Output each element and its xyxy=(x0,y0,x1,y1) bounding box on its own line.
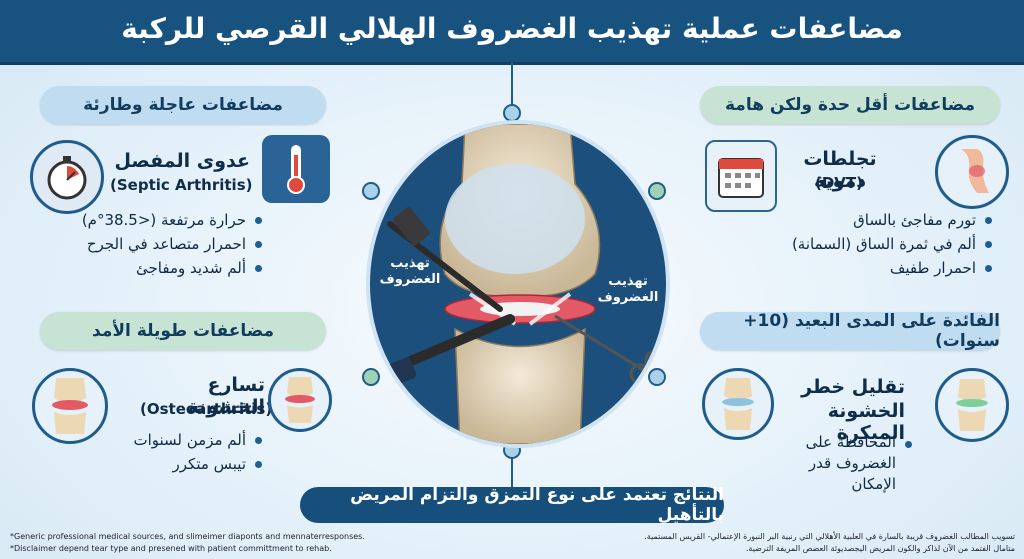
bottom-connector-line xyxy=(511,440,513,487)
list-item: احمرار طفيف xyxy=(724,256,994,280)
stopwatch-icon xyxy=(30,140,104,214)
oa-title: تسارع الخشونة xyxy=(187,374,265,418)
knee-illustration: تهذيب الغضروف تهذيب الغضروف xyxy=(366,120,670,448)
footnote-right-2: متامال الفتمد من الآن لذاكر والكون المري… xyxy=(745,544,1015,553)
list-item: ألم شديد ومفاجئ xyxy=(34,256,264,280)
footnote-left-1: *Generic professional medical sources, a… xyxy=(10,532,365,541)
swollen-leg-icon xyxy=(935,135,1009,209)
connector-node-right-top xyxy=(648,182,666,200)
list-item: تيبس متكرر xyxy=(84,452,264,476)
list-item: احمرار متصاعد في الجرح xyxy=(34,232,264,256)
septic-title: عدوى المفصل xyxy=(114,150,250,172)
section-longterm-pill: مضاعفات طويلة الأمد xyxy=(40,312,326,350)
connector-node-left-bottom xyxy=(362,368,380,386)
top-connector-line xyxy=(511,62,513,120)
thermometer-icon xyxy=(262,135,330,203)
center-label-right: تهذيب الغضروف xyxy=(597,274,659,305)
dvt-title: تجلطات دموية xyxy=(803,148,877,192)
protected-knee-icon xyxy=(935,368,1009,442)
section-longterm-benefit-pill: الفائدة على المدى البعيد (10+ سنوات) xyxy=(700,311,1000,351)
outcome-banner: النتائج تعتمد على نوع التمزق والتزام الم… xyxy=(300,485,724,525)
list-item: المحافظة على الغضروف قدر الإمكان xyxy=(804,432,914,495)
calendar-icon xyxy=(705,140,777,212)
list-item: تورم مفاجئ بالساق xyxy=(724,208,994,232)
list-item: حرارة مرتفعة (<38.5°م) xyxy=(34,208,264,232)
footnote-left-2: *Disclaimer depend tear type and presene… xyxy=(10,544,332,553)
section-less-severe-pill: مضاعفات أقل حدة ولكن هامة xyxy=(700,86,1000,124)
oa-subtitle: (Osteoarthritis) xyxy=(140,400,273,418)
section-urgent-pill: مضاعفات عاجلة وطارئة xyxy=(40,86,326,124)
header-bar: مضاعفات عملية تهذيب الغضروف الهلالي القر… xyxy=(0,0,1024,65)
center-label-left: تهذيب الغضروف xyxy=(379,256,441,287)
arthritic-knee-icon xyxy=(32,368,108,444)
list-item: ألم في ثمرة الساق (السمانة) xyxy=(724,232,994,256)
connector-node-left-top xyxy=(362,182,380,200)
benefit-list: المحافظة على الغضروف قدر الإمكان xyxy=(804,432,914,495)
list-item: ألم مزمن لسنوات xyxy=(84,428,264,452)
dvt-subtitle: (DVT) xyxy=(815,174,864,192)
healthy-knee-icon xyxy=(702,368,774,440)
benefit-title-line2: الخشونة المبكرة xyxy=(827,400,905,444)
septic-symptoms-list: حرارة مرتفعة (<38.5°م) احمرار متصاعد في … xyxy=(34,208,264,280)
oa-symptoms-list: ألم مزمن لسنوات تيبس متكرر xyxy=(84,428,264,476)
connector-node-right-bottom xyxy=(648,368,666,386)
septic-subtitle: (Septic Arthritis) xyxy=(110,176,253,194)
knee-damage-icon xyxy=(268,368,332,432)
knee-joint-svg xyxy=(370,124,666,444)
footnote-right-1: تسويب المطالب الغضروف قريبة بالسارة في ا… xyxy=(644,532,1015,541)
page-title: مضاعفات عملية تهذيب الغضروف الهلالي القر… xyxy=(121,12,903,45)
dvt-symptoms-list: تورم مفاجئ بالساق ألم في ثمرة الساق (الس… xyxy=(724,208,994,280)
benefit-title-line1: تقليل خطر xyxy=(801,376,905,398)
